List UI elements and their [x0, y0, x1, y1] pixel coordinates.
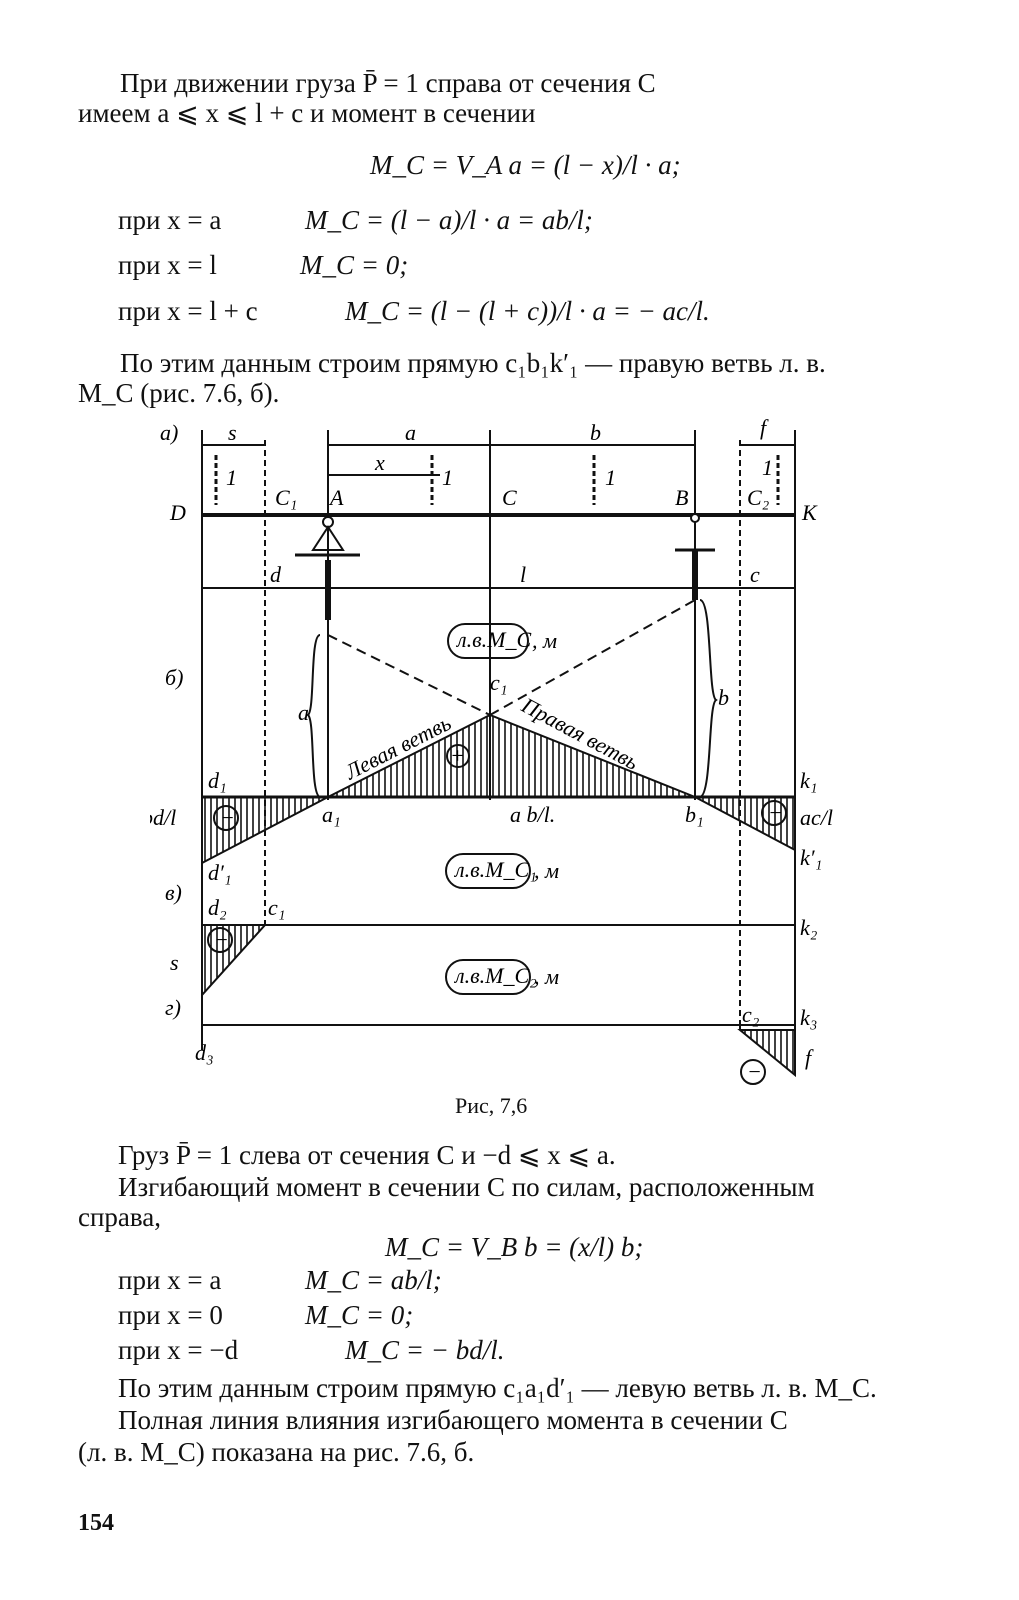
point-D: D — [169, 500, 186, 525]
unit-label: , м — [534, 964, 559, 989]
point-k2: k₂ — [800, 915, 818, 940]
dim-label: x — [374, 450, 385, 475]
equation-label: при x = l — [118, 250, 217, 280]
point-k3: k₃ — [800, 1005, 817, 1030]
negative-area-right — [694, 796, 796, 852]
sign-minus: − — [768, 800, 783, 825]
value-ab-l: a b/l. — [510, 802, 555, 827]
equation-label: при x = 0 — [118, 1300, 223, 1330]
dim-label: a — [298, 700, 309, 725]
influence-line-figure: а) s a b f x 1 1 1 1 D C₁ A C B C₂ K d l… — [150, 415, 833, 1085]
point-A: A — [328, 485, 344, 510]
text-line: При движении груза P̄ = 1 справа от сече… — [120, 68, 656, 98]
equation: M_C = V_B b = (x/l) b; — [385, 1232, 644, 1262]
equation: M_C = (l − a)/l · a = ab/l; — [305, 205, 593, 235]
load-label: 1 — [762, 455, 773, 480]
equation: M_C = 0; — [305, 1300, 414, 1330]
text-line: По этим данным строим прямую c₁a₁d′₁ — л… — [118, 1373, 877, 1403]
point-C2: C₂ — [747, 485, 770, 510]
text-line: Полная линия влияния изгибающего момента… — [118, 1405, 788, 1435]
panel-label: в) — [165, 880, 182, 905]
point-b1: b₁ — [685, 802, 704, 827]
point-C1: C₁ — [275, 485, 297, 510]
point-C: C — [502, 485, 517, 510]
equation: M_C = 0; — [300, 250, 409, 280]
equation: M_C = ab/l; — [305, 1265, 442, 1295]
point-c2b: c₂ — [742, 1002, 760, 1027]
unit-label: , м — [534, 858, 559, 883]
unit-label: , м — [532, 628, 557, 653]
load-label: 1 — [226, 465, 237, 490]
sign-plus: + — [450, 743, 465, 768]
equation: M_C = (l − (l + c))/l · a = − ac/l. — [345, 296, 710, 326]
equation-label: при x = l + c — [118, 296, 258, 326]
text-line: (л. в. M_C) показана на рис. 7.6, б. — [78, 1437, 475, 1467]
dim-label: s — [228, 420, 237, 445]
point-c1: c₁ — [490, 670, 507, 695]
figure-caption: Рис, 7,6 — [455, 1093, 528, 1118]
panel-label: б) — [165, 665, 183, 690]
text-line: имеем a ⩽ x ⩽ l + c и момент в сечении — [78, 98, 536, 128]
oval-label: л.в.M_C — [455, 627, 531, 652]
point-d1p: d′₁ — [208, 860, 231, 885]
dim-label: b — [718, 685, 729, 710]
dim-label: d — [270, 562, 282, 587]
point-c1b: c₁ — [268, 895, 285, 920]
equation: M_C = V_A a = (l − x)/l · a; — [370, 150, 681, 180]
dim-label: f — [760, 415, 769, 440]
text-line: Груз P̄ = 1 слева от сечения C и −d ⩽ x … — [118, 1140, 616, 1170]
text-line: M_C (рис. 7.6, б). — [78, 378, 280, 408]
oval-label: л.в.M_C₁ — [453, 857, 537, 882]
negative-area-left — [201, 796, 329, 865]
dim-label: l — [520, 562, 526, 587]
point-d3: d₃ — [195, 1040, 214, 1065]
text-line: Изгибающий момент в сечении C по силам, … — [118, 1172, 815, 1202]
text-line: По этим данным строим прямую c₁b₁k′₁ — п… — [120, 348, 826, 378]
value-bd-l: bd/l — [150, 805, 176, 830]
equation-label: при x = a — [118, 1265, 222, 1295]
sign-minus: − — [220, 805, 235, 830]
point-B: B — [675, 485, 688, 510]
panel-label: г) — [165, 995, 181, 1020]
point-a1: a₁ — [322, 802, 341, 827]
point-k1: k₁ — [800, 768, 817, 793]
sign-minus: − — [214, 927, 229, 952]
point-d1: d₁ — [208, 768, 227, 793]
negative-area-c2 — [737, 1029, 796, 1078]
dim-label: f — [805, 1045, 814, 1070]
point-K: K — [801, 500, 818, 525]
value-ac-l: ac/l — [800, 805, 833, 830]
positive-area — [327, 713, 696, 798]
text-line: справа, — [78, 1202, 162, 1232]
oval-label: л.в.M_C₂ — [453, 963, 537, 988]
point-d2: d₂ — [208, 895, 227, 920]
dim-label: a — [405, 420, 416, 445]
dim-label: s — [170, 950, 179, 975]
point-k1p: k′₁ — [800, 845, 822, 870]
sign-minus: − — [747, 1059, 762, 1084]
equation-label: при x = a — [118, 205, 222, 235]
dim-label: b — [590, 420, 601, 445]
negative-area-g — [201, 924, 268, 998]
page-number: 154 — [78, 1510, 114, 1536]
equation-label: при x = −d — [118, 1335, 239, 1365]
load-label: 1 — [605, 465, 616, 490]
dim-label: c — [750, 562, 760, 587]
equation: M_C = − bd/l. — [345, 1335, 505, 1365]
panel-label: а) — [160, 420, 178, 445]
load-label: 1 — [442, 465, 453, 490]
